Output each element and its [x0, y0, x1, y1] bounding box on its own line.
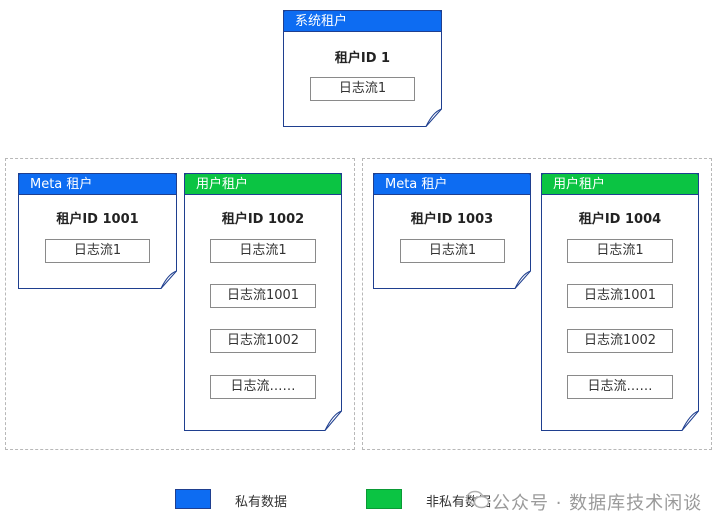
user-tenant-header: 用户租户 — [184, 173, 342, 195]
right-tenant-group — [362, 158, 712, 450]
log-stream-box: 日志流1 — [310, 77, 415, 101]
user-tenant-header: 用户租户 — [541, 173, 699, 195]
log-stream-box: 日志流1001 — [210, 284, 316, 308]
legend-private-swatch — [175, 489, 211, 509]
user-tenant-card-1002: 用户租户 租户ID 1002 日志流1 日志流1001 日志流1002 日志流…… — [184, 173, 342, 431]
legend-nonprivate-swatch — [366, 489, 402, 509]
legend-nonprivate-label: 非私有数据 — [426, 495, 492, 510]
meta-tenant-title: 租户ID 1003 — [410, 212, 494, 227]
meta-tenant-card-1003: Meta 租户 租户ID 1003 日志流1 — [373, 173, 531, 289]
meta-tenant-title: 租户ID 1001 — [56, 212, 139, 227]
user-tenant-title: 租户ID 1002 — [221, 212, 305, 227]
wechat-icon — [466, 490, 490, 509]
system-tenant-card: 系统租户 租户ID 1 日志流1 — [283, 10, 442, 127]
log-stream-box: 日志流…… — [567, 375, 673, 399]
user-tenant-title: 租户ID 1004 — [578, 212, 662, 227]
log-stream-box: 日志流1 — [45, 239, 150, 263]
meta-tenant-card-1001: Meta 租户 租户ID 1001 日志流1 — [18, 173, 177, 289]
meta-tenant-header: Meta 租户 — [373, 173, 531, 195]
log-stream-box: 日志流…… — [210, 375, 316, 399]
system-tenant-header: 系统租户 — [283, 10, 442, 32]
log-stream-box: 日志流1001 — [567, 284, 673, 308]
meta-tenant-header: Meta 租户 — [18, 173, 177, 195]
log-stream-box: 日志流1 — [400, 239, 505, 263]
log-stream-box: 日志流1002 — [210, 329, 316, 353]
user-tenant-card-1004: 用户租户 租户ID 1004 日志流1 日志流1001 日志流1002 日志流…… — [541, 173, 699, 431]
legend-private-label: 私有数据 — [235, 495, 288, 510]
log-stream-box: 日志流1 — [210, 239, 316, 263]
left-tenant-group — [5, 158, 355, 450]
system-tenant-title: 租户ID 1 — [334, 51, 391, 66]
log-stream-box: 日志流1 — [567, 239, 673, 263]
watermark-text: 公众号 · 数据库技术闲谈 — [492, 493, 703, 514]
log-stream-box: 日志流1002 — [567, 329, 673, 353]
